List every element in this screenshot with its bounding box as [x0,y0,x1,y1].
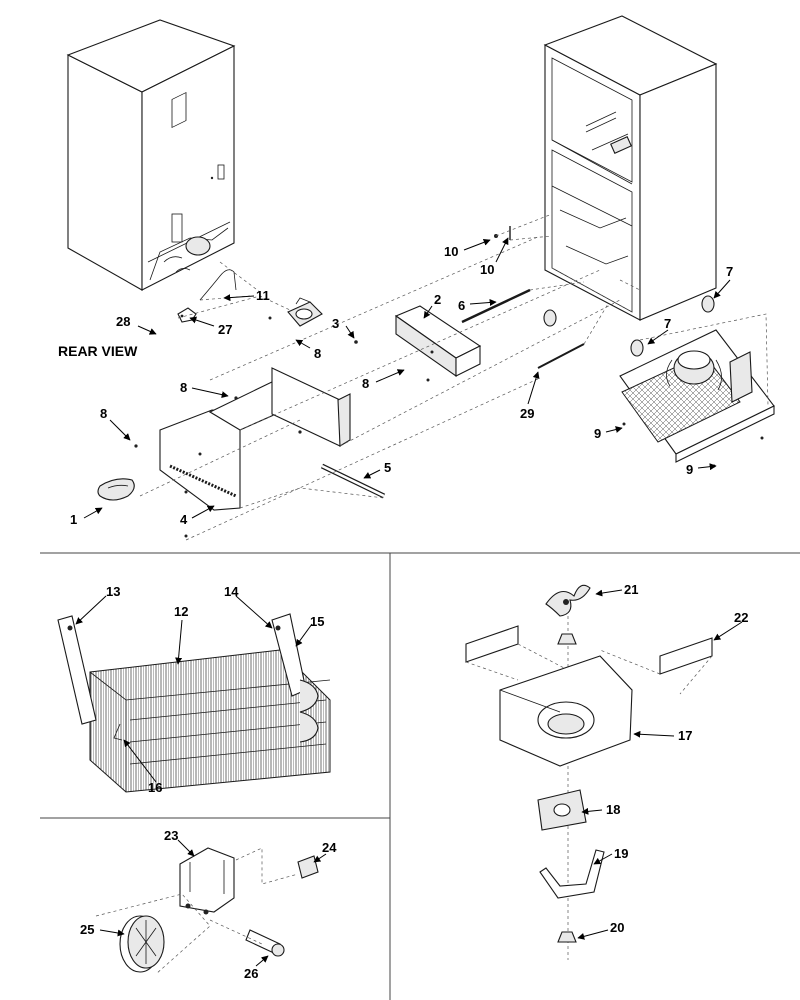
machine-compartment-part [619,313,775,468]
callout-14: 14 [224,584,239,599]
callout-3: 3 [332,316,339,331]
callout-25: 25 [80,922,94,937]
screw-part [494,213,553,241]
damper-part [287,297,323,327]
callout-7-lower: 7 [664,316,671,331]
assembly-guide-lines [134,235,621,541]
callout-23: 23 [164,828,178,843]
evaporator-coil-part [57,613,331,793]
callout-21: 21 [624,582,638,597]
callout-9-lower: 9 [686,462,693,477]
front-cabinet [543,15,718,321]
callout-10-left: 10 [444,244,458,259]
callout-12: 12 [174,604,188,619]
callout-13: 13 [106,584,120,599]
callout-16: 16 [148,780,162,795]
rear-view-label: REAR VIEW [58,343,138,359]
callout-5: 5 [384,460,391,475]
rear-view-cabinet [66,19,236,291]
evaporator-cover-part [159,367,351,511]
callout-8-cover: 8 [362,376,369,391]
callout-11: 11 [256,288,270,303]
callout-17: 17 [678,728,692,743]
callout-2: 2 [434,292,441,307]
callout-20: 20 [610,920,624,935]
callout-9-upper: 9 [594,426,601,441]
wheel-assembly-part [95,847,319,975]
callout-labels: 1 2 3 4 5 6 7 7 8 8 8 8 9 9 10 10 11 12 … [70,244,748,981]
callout-1: 1 [70,512,77,527]
callout-10-right: 10 [480,262,494,277]
callout-29: 29 [520,406,534,421]
duct-cover-part [394,305,482,378]
rod-part [461,281,609,369]
callout-18: 18 [606,802,620,817]
callout-4: 4 [180,512,188,527]
heater-bar-part [320,463,386,499]
callout-19: 19 [614,846,628,861]
callout-6: 6 [458,298,465,313]
callout-26: 26 [244,966,258,981]
callout-7-upper: 7 [726,264,733,279]
knob-part [97,478,135,501]
caster-wheel-part [543,295,715,357]
callout-8-bracket: 8 [180,380,187,395]
callout-8-panel: 8 [100,406,107,421]
callout-8-damper: 8 [314,346,321,361]
section-dividers [40,552,800,1000]
callout-27: 27 [218,322,232,337]
callout-28: 28 [116,314,130,329]
fan-assembly-part [465,584,713,960]
callout-15: 15 [310,614,324,629]
callout-24: 24 [322,840,337,855]
leader-lines [75,237,743,967]
callout-22: 22 [734,610,748,625]
drain-tube-part [199,261,261,301]
drain-clip-part [177,307,197,323]
